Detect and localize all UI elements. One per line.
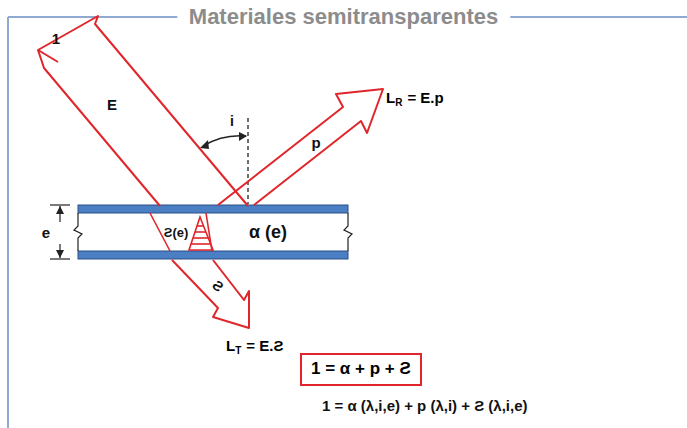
- frame-line: [7, 17, 9, 428]
- flux-formula: = E.p: [407, 90, 443, 105]
- flux-label: LT = E.Ƨ: [226, 338, 283, 353]
- arrow-head: [239, 132, 247, 141]
- flux-symbol: L: [386, 90, 395, 105]
- flux-subscript: R: [395, 98, 402, 108]
- beam-label: Ƨ: [210, 278, 226, 295]
- beam-label: Ƨ(e): [164, 226, 189, 239]
- reflected-beam: [218, 89, 383, 205]
- beam-label: p: [311, 135, 320, 150]
- flux-label: LR = E.p: [386, 90, 444, 105]
- normal-line: [247, 118, 248, 204]
- beam-number: 1: [52, 31, 60, 46]
- equation-box: 1 = α + p + Ƨ: [300, 353, 422, 386]
- absorbed-beam: [150, 213, 213, 251]
- thickness-dimension: [50, 205, 70, 259]
- break-mark: [344, 213, 352, 251]
- arrow-head: [200, 140, 209, 149]
- slab-face: [78, 251, 348, 259]
- slab-face: [78, 205, 348, 213]
- transmitted-beam: [172, 260, 249, 328]
- flux-symbol: L: [226, 338, 235, 353]
- flux-subscript: T: [235, 346, 241, 356]
- diagram-title: Materiales semitransparentes: [177, 5, 510, 29]
- angle-label: i: [230, 114, 234, 128]
- flux-formula: = E.Ƨ: [246, 338, 283, 353]
- incident-beam: [38, 16, 248, 206]
- coefficient-label: α (e): [249, 223, 287, 241]
- dimension-label: e: [42, 225, 50, 240]
- break-mark: [74, 213, 82, 251]
- equation-text: 1 = α (λ,i,e) + p (λ,i) + Ƨ (λ,i,e): [322, 398, 528, 413]
- beam-label: E: [107, 97, 117, 112]
- equation-text: 1 = α + p + Ƨ: [311, 360, 411, 379]
